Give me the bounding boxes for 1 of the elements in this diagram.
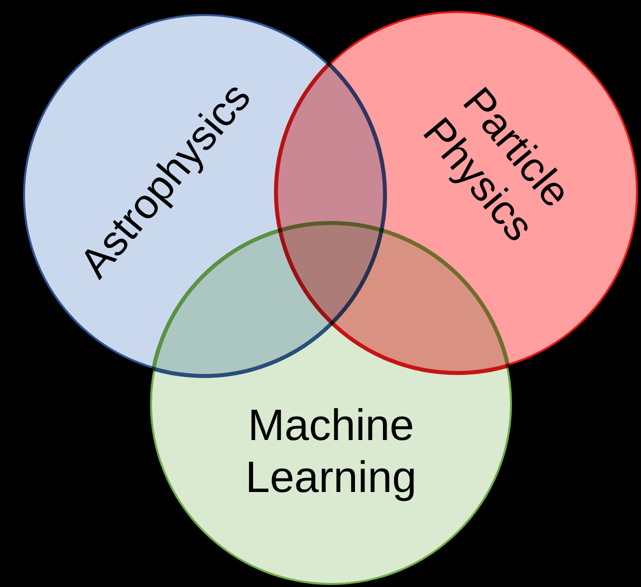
circle-label: Machine Learning: [244, 400, 418, 504]
